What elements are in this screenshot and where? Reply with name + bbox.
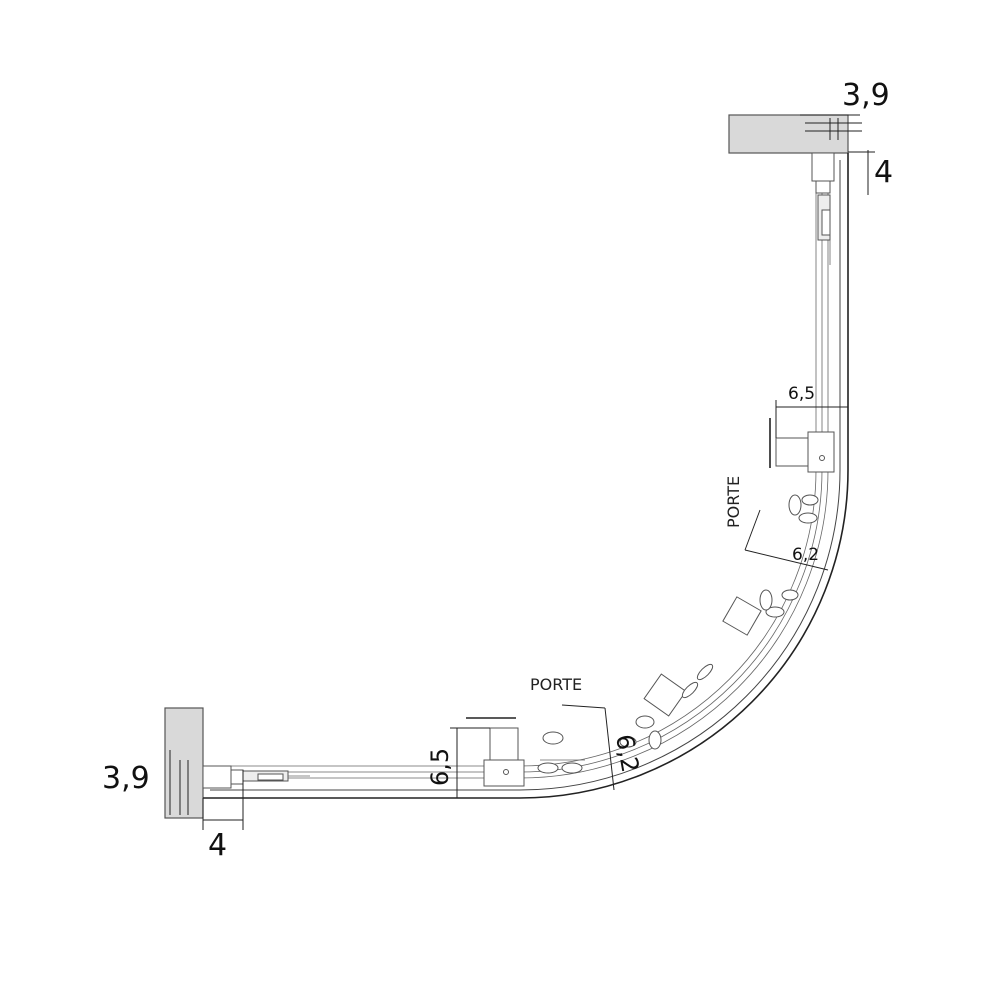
bottom-door-curve-label: 6,2 bbox=[610, 732, 644, 774]
right-door-curve-dimension bbox=[744, 509, 829, 571]
door-rollers bbox=[537, 494, 819, 774]
top-profile-hardware bbox=[811, 152, 835, 265]
left-profile-hardware bbox=[202, 765, 310, 789]
bottom-door-hinge bbox=[466, 717, 525, 787]
bottom-left-wall bbox=[164, 707, 204, 819]
bottom-door-curve-dimension bbox=[561, 704, 615, 791]
top-dimension-lines bbox=[800, 114, 875, 195]
left-dimension-lines bbox=[169, 750, 244, 830]
bottom-door-width-dimension bbox=[450, 727, 490, 799]
enclosure-profile bbox=[203, 153, 849, 799]
right-door-width-label: 6,5 bbox=[788, 384, 815, 404]
left-wall-offset-label: 4 bbox=[208, 828, 227, 863]
top-wall-thickness-label: 3,9 bbox=[842, 78, 890, 113]
bottom-door-width-label: 6,5 bbox=[426, 748, 454, 786]
left-wall-thickness-label: 3,9 bbox=[102, 761, 150, 796]
right-door-hinge bbox=[769, 418, 835, 473]
top-right-wall bbox=[728, 114, 849, 154]
right-door-curve-label: 6,2 bbox=[792, 545, 819, 565]
top-wall-offset-label: 4 bbox=[874, 155, 893, 190]
right-door-width-dimension bbox=[775, 400, 849, 438]
right-door-label: PORTE bbox=[724, 476, 743, 528]
bottom-door-label: PORTE bbox=[530, 675, 582, 694]
